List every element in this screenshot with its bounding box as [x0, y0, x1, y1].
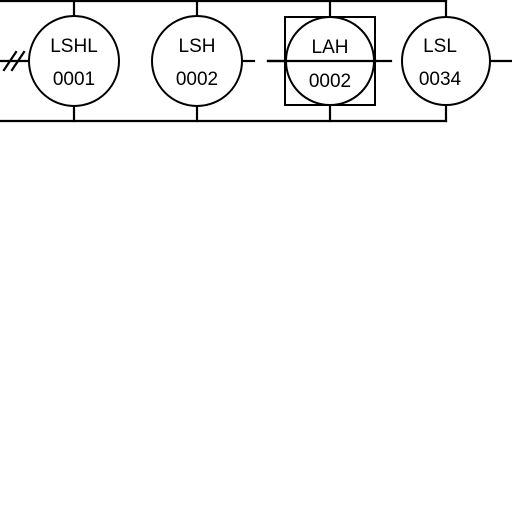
- instrument-circle-2: [151, 15, 243, 107]
- pneumatic-hatch-1: [2, 50, 18, 72]
- instrument-function-1: LSHL: [50, 36, 98, 57]
- pneumatic-hatch-2: [10, 50, 26, 72]
- instrument-circle-4: [401, 16, 491, 106]
- instrument-number-1: 0001: [53, 69, 95, 90]
- instrument-function-2: LSH: [179, 36, 216, 57]
- instrument-function-4: LSL: [423, 36, 457, 57]
- instrument-number-2: 0002: [176, 69, 218, 90]
- instrument-number-4: 0034: [419, 69, 462, 90]
- instrument-circle-1: [28, 15, 120, 107]
- instrument-bubble-3[interactable]: LAH 0002: [266, 16, 378, 106]
- instrument-bubble-4[interactable]: LSL 0034: [401, 16, 491, 106]
- instrument-function-3: LAH: [312, 37, 349, 58]
- instrument-number-3: 0002: [309, 71, 351, 92]
- instrument-bubble-1[interactable]: LSHL 0001: [28, 15, 120, 107]
- instrument-bubble-2[interactable]: LSH 0002: [151, 15, 243, 107]
